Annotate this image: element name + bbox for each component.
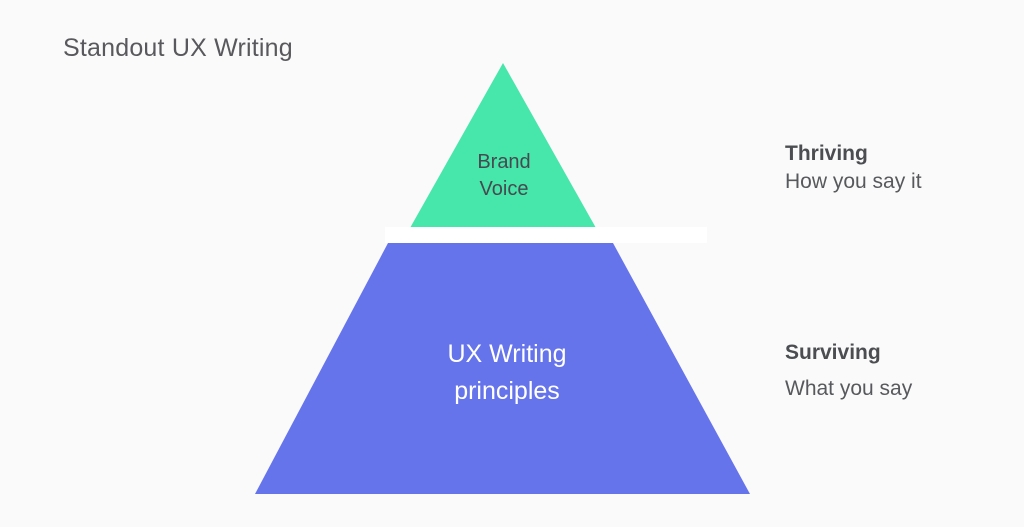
top-tier-label: Brand Voice xyxy=(477,149,530,203)
annotation-surviving: Surviving What you say xyxy=(785,339,912,403)
bottom-tier-label-line1: UX Writing xyxy=(447,340,567,368)
top-tier-label-line2: Voice xyxy=(479,178,529,200)
annotation-thriving-heading: Thriving xyxy=(785,142,868,165)
page-title: Standout UX Writing xyxy=(63,34,293,62)
annotation-surviving-subtext: What you say xyxy=(785,377,913,400)
pyramid-divider-band xyxy=(385,227,707,243)
pyramid-bottom-trapezoid xyxy=(255,243,750,494)
bottom-tier-label: UX Writing principles xyxy=(447,336,566,410)
annotation-thriving: Thriving How you say it xyxy=(785,140,922,196)
pyramid-top-triangle xyxy=(410,63,596,228)
annotation-thriving-subtext: How you say it xyxy=(785,170,922,193)
annotation-surviving-heading: Surviving xyxy=(785,341,881,364)
top-tier-label-line1: Brand xyxy=(477,151,531,173)
bottom-tier-label-line2: principles xyxy=(454,377,560,405)
